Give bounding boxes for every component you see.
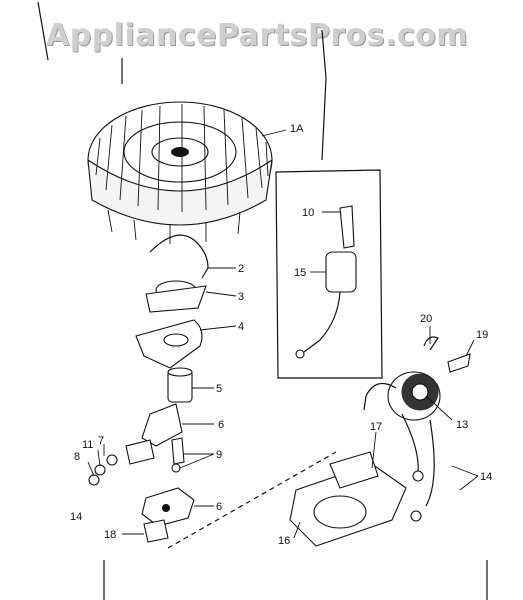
callout-6-lower: 6: [216, 501, 222, 513]
coil-box: [275, 169, 383, 379]
callout-3: 3: [238, 291, 244, 303]
callout-7: 7: [98, 435, 104, 447]
callout-4: 4: [238, 321, 244, 333]
callout-11: 11: [82, 439, 93, 451]
callout-17: 17: [370, 421, 382, 433]
callout-5: 5: [216, 383, 222, 395]
callout-2: 2: [238, 263, 244, 275]
callout-10: 10: [302, 207, 314, 219]
callout-20: 20: [420, 313, 432, 325]
coil-and-bracket: [289, 336, 471, 547]
callout-labels: 1A 2 3 4 5 6 7 8 9 11 6 14 18 10 15 13 2…: [70, 123, 492, 547]
callout-19: 19: [476, 329, 488, 341]
leader-lines: [87, 129, 479, 539]
callout-8: 8: [74, 451, 80, 463]
callout-18: 18: [104, 529, 116, 541]
watermark-logo: AppliancePartsPros.com: [46, 18, 469, 53]
breaker-parts: [88, 403, 337, 549]
small-parts-left: [135, 234, 209, 403]
callout-15: 15: [294, 267, 306, 279]
callout-9: 9: [216, 449, 222, 461]
callout-6-upper: 6: [218, 419, 224, 431]
callout-16: 16: [278, 535, 290, 547]
callout-14-right: 14: [480, 471, 492, 483]
callout-1a: 1A: [290, 123, 304, 135]
callout-14-left: 14: [70, 511, 82, 523]
flywheel: [87, 101, 273, 244]
sheet-edges: [37, 1, 488, 600]
callout-13: 13: [456, 419, 468, 431]
